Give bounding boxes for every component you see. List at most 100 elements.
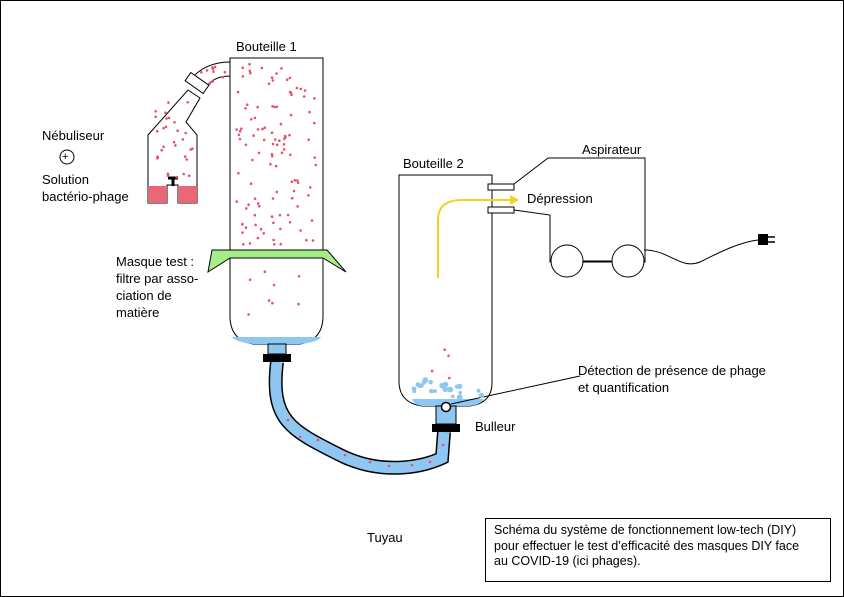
- phage-particle: [270, 76, 274, 79]
- phage-particle: [267, 82, 271, 86]
- phage-particle: [235, 200, 238, 203]
- phage-particle: [263, 270, 267, 274]
- phage-particle: [162, 145, 165, 149]
- phage-particle: [256, 128, 260, 131]
- bottle-1-outline: [229, 57, 324, 345]
- phage-particle: [288, 90, 292, 94]
- phage-particle: [296, 205, 299, 208]
- phage-particle: [278, 139, 281, 142]
- phage-particle: [289, 153, 292, 157]
- bubble: [457, 383, 463, 390]
- mask-label-line2: filtre par asso-: [116, 271, 199, 286]
- phage-particle: [295, 86, 299, 90]
- phage-particle: [249, 182, 253, 185]
- nebulizer-connector: [184, 71, 210, 95]
- phage-particle: [368, 460, 372, 464]
- phage-particle: [262, 138, 266, 142]
- phage-particle: [311, 239, 315, 242]
- phage-particle: [296, 179, 299, 182]
- phage-particle: [298, 435, 302, 439]
- bubble: [478, 392, 485, 399]
- phage-particle: [244, 226, 248, 229]
- bottle-1-clamp: [263, 354, 291, 362]
- phage-particle: [313, 121, 316, 125]
- pipe-label: Tuyau: [367, 530, 403, 545]
- phage-particle: [387, 464, 391, 468]
- vacuum-tube-upper: [487, 183, 515, 191]
- phage-particle: [270, 131, 274, 134]
- phage-particle: [238, 137, 242, 141]
- airflow-arrow: [437, 199, 512, 278]
- nebulizer-label: Nébuliseur: [42, 128, 105, 143]
- phage-particle: [305, 238, 308, 242]
- phage-particle: [259, 227, 263, 231]
- phage-particle: [275, 190, 279, 194]
- phage-particle: [285, 78, 289, 81]
- phage-particle: [275, 105, 279, 109]
- caption-line2: pour effectuer le test d’efficacité des …: [494, 538, 800, 553]
- phage-particle: [443, 348, 446, 352]
- phage-particle: [252, 134, 255, 137]
- bubbles: [411, 377, 485, 401]
- phage-particle: [447, 354, 450, 358]
- phage-particle: [270, 152, 274, 156]
- phage-particle: [256, 236, 260, 240]
- phage-particle: [343, 453, 347, 457]
- phage-particle: [290, 180, 294, 183]
- depression-label: Dépression: [527, 191, 593, 206]
- phage-particle: [186, 101, 189, 104]
- bottle-2-label: Bouteille 2: [403, 156, 464, 171]
- plus-symbol-circle: [59, 149, 75, 165]
- phage-particle: [254, 223, 257, 227]
- phage-particle: [303, 89, 307, 92]
- mask-label-line3: ciation de: [116, 288, 172, 303]
- phage-particle: [310, 219, 314, 222]
- phage-particle: [200, 71, 203, 74]
- phage-particle: [272, 221, 275, 225]
- phage-particle: [237, 172, 240, 175]
- phage-particle: [166, 174, 170, 177]
- phage-particle: [223, 70, 227, 74]
- phage-particle: [313, 97, 316, 100]
- phage-particle: [296, 181, 300, 185]
- phage-particle: [263, 126, 267, 129]
- phage-particle: [185, 158, 188, 161]
- bubble: [458, 390, 463, 395]
- phage-particle: [288, 133, 291, 137]
- phage-particle: [253, 213, 257, 217]
- phage-particle: [155, 129, 159, 133]
- phage-particle: [253, 116, 257, 120]
- pipe-liquid: [270, 361, 450, 474]
- phage-particle: [286, 213, 290, 217]
- phage-particle: [154, 110, 157, 113]
- phage-particle: [288, 76, 292, 80]
- phage-particle: [165, 117, 168, 120]
- detection-label-line2: et quantification: [578, 380, 670, 395]
- phage-particle: [271, 105, 274, 108]
- phage-particles: [154, 62, 451, 468]
- phage-particle: [235, 128, 238, 131]
- phage-particle: [184, 131, 187, 135]
- phage-particle: [175, 175, 178, 179]
- plug-icon: [758, 234, 768, 245]
- vacuum-tube-lower: [487, 206, 515, 214]
- phage-particle: [299, 87, 303, 91]
- phage-particle: [271, 79, 275, 82]
- bubble: [456, 394, 463, 401]
- phage-particle: [242, 243, 245, 246]
- bubble: [433, 389, 437, 393]
- phage-particle: [241, 75, 245, 78]
- phage-particle: [297, 302, 300, 306]
- phage-particle: [293, 179, 297, 182]
- bubble: [447, 386, 454, 393]
- phage-particle: [244, 143, 248, 147]
- phage-particle: [290, 93, 293, 96]
- vacuum-body: [513, 157, 646, 263]
- phage-particle: [221, 75, 225, 79]
- phage-particle: [260, 66, 264, 70]
- nebulizer-solution: [148, 186, 197, 203]
- phage-particle: [271, 301, 274, 305]
- bottle-1-neck: [267, 343, 287, 355]
- phage-particle: [183, 155, 187, 158]
